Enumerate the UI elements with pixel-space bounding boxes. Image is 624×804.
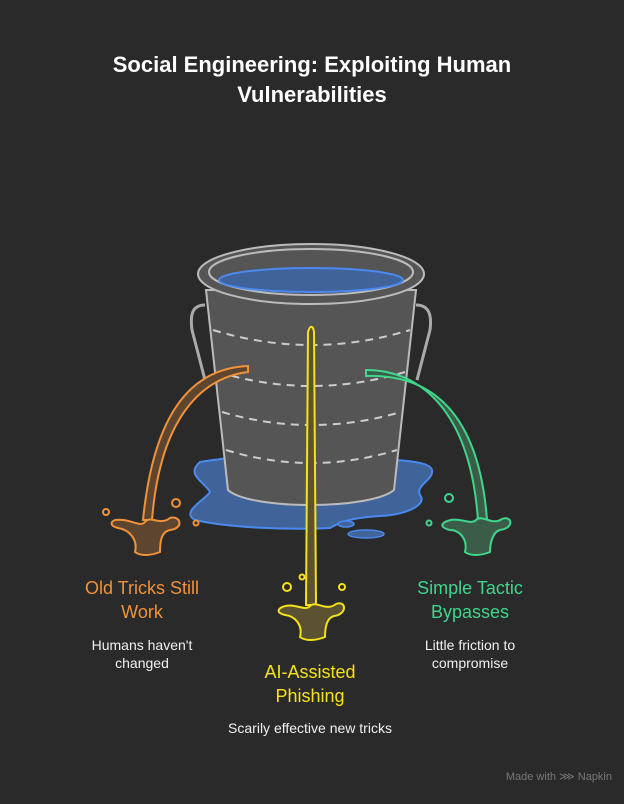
water-drop: [347, 529, 385, 539]
item-label-simple-tactic: Simple Tactic Bypasses: [417, 578, 523, 622]
bucket-rim-inner: [208, 248, 414, 296]
page-title: Social Engineering: Exploiting Human Vul…: [112, 52, 512, 107]
green-leak-stream: [365, 368, 512, 556]
item-description-ai-phishing: Scarily effective new tricks: [228, 720, 392, 736]
item-description-old-tricks: Humans haven't changed: [91, 637, 193, 671]
bucket-handle-left: [189, 303, 207, 381]
item-label-old-tricks: Old Tricks Still Work: [84, 578, 199, 622]
bucket-handle-right: [415, 303, 433, 381]
item-description-simple-tactic: Little friction to compromise: [424, 637, 516, 671]
orange-leak-stream: [102, 364, 249, 556]
yellow-leak-stream: [277, 325, 346, 641]
item-label-ai-phishing: AI-Assisted Phishing: [264, 662, 356, 706]
water-drop: [337, 520, 355, 528]
bucket-water: [218, 267, 404, 293]
napkin-watermark: Made with ⋙ Napkin: [505, 771, 612, 783]
